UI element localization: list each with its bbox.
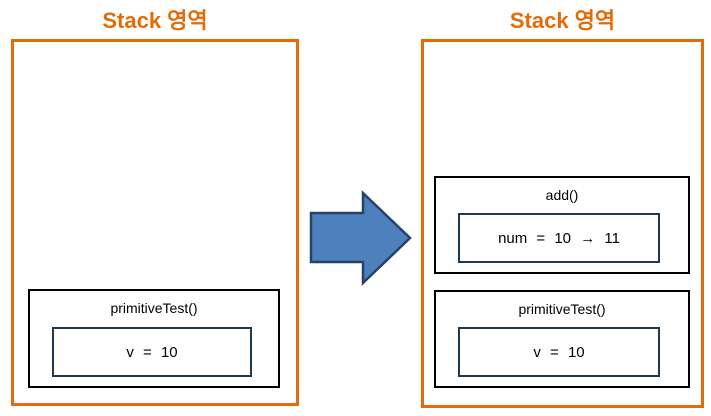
stack-area-panel-after: add() num = 10 → 11 primitiveTest() v = … [421,39,704,408]
stack-area-title-before: Stack 영역 [102,8,208,33]
stack-frame-primitivetest-after: primitiveTest() v = 10 [434,290,690,388]
variable-box: v = 10 [52,327,252,377]
stack-frame-primitivetest-before: primitiveTest() v = 10 [28,289,280,388]
transition-right-arrow-icon [308,190,412,286]
frame-label: primitiveTest() [110,300,198,316]
frame-label: primitiveTest() [518,301,606,317]
variable-value: v = 10 [533,343,585,361]
variable-value: v = 10 [126,343,178,361]
variable-box: num = 10 → 11 [458,213,660,263]
variable-box: v = 10 [458,327,660,377]
frame-label: add() [545,187,579,203]
variable-value: num = 10 → 11 [498,229,620,247]
stack-area-title-after: Stack 영역 [509,8,616,33]
right-block-arrow-shape [309,190,412,286]
stack-area-panel-before: primitiveTest() v = 10 [11,39,299,406]
stack-frame-add-after: add() num = 10 → 11 [434,176,690,274]
